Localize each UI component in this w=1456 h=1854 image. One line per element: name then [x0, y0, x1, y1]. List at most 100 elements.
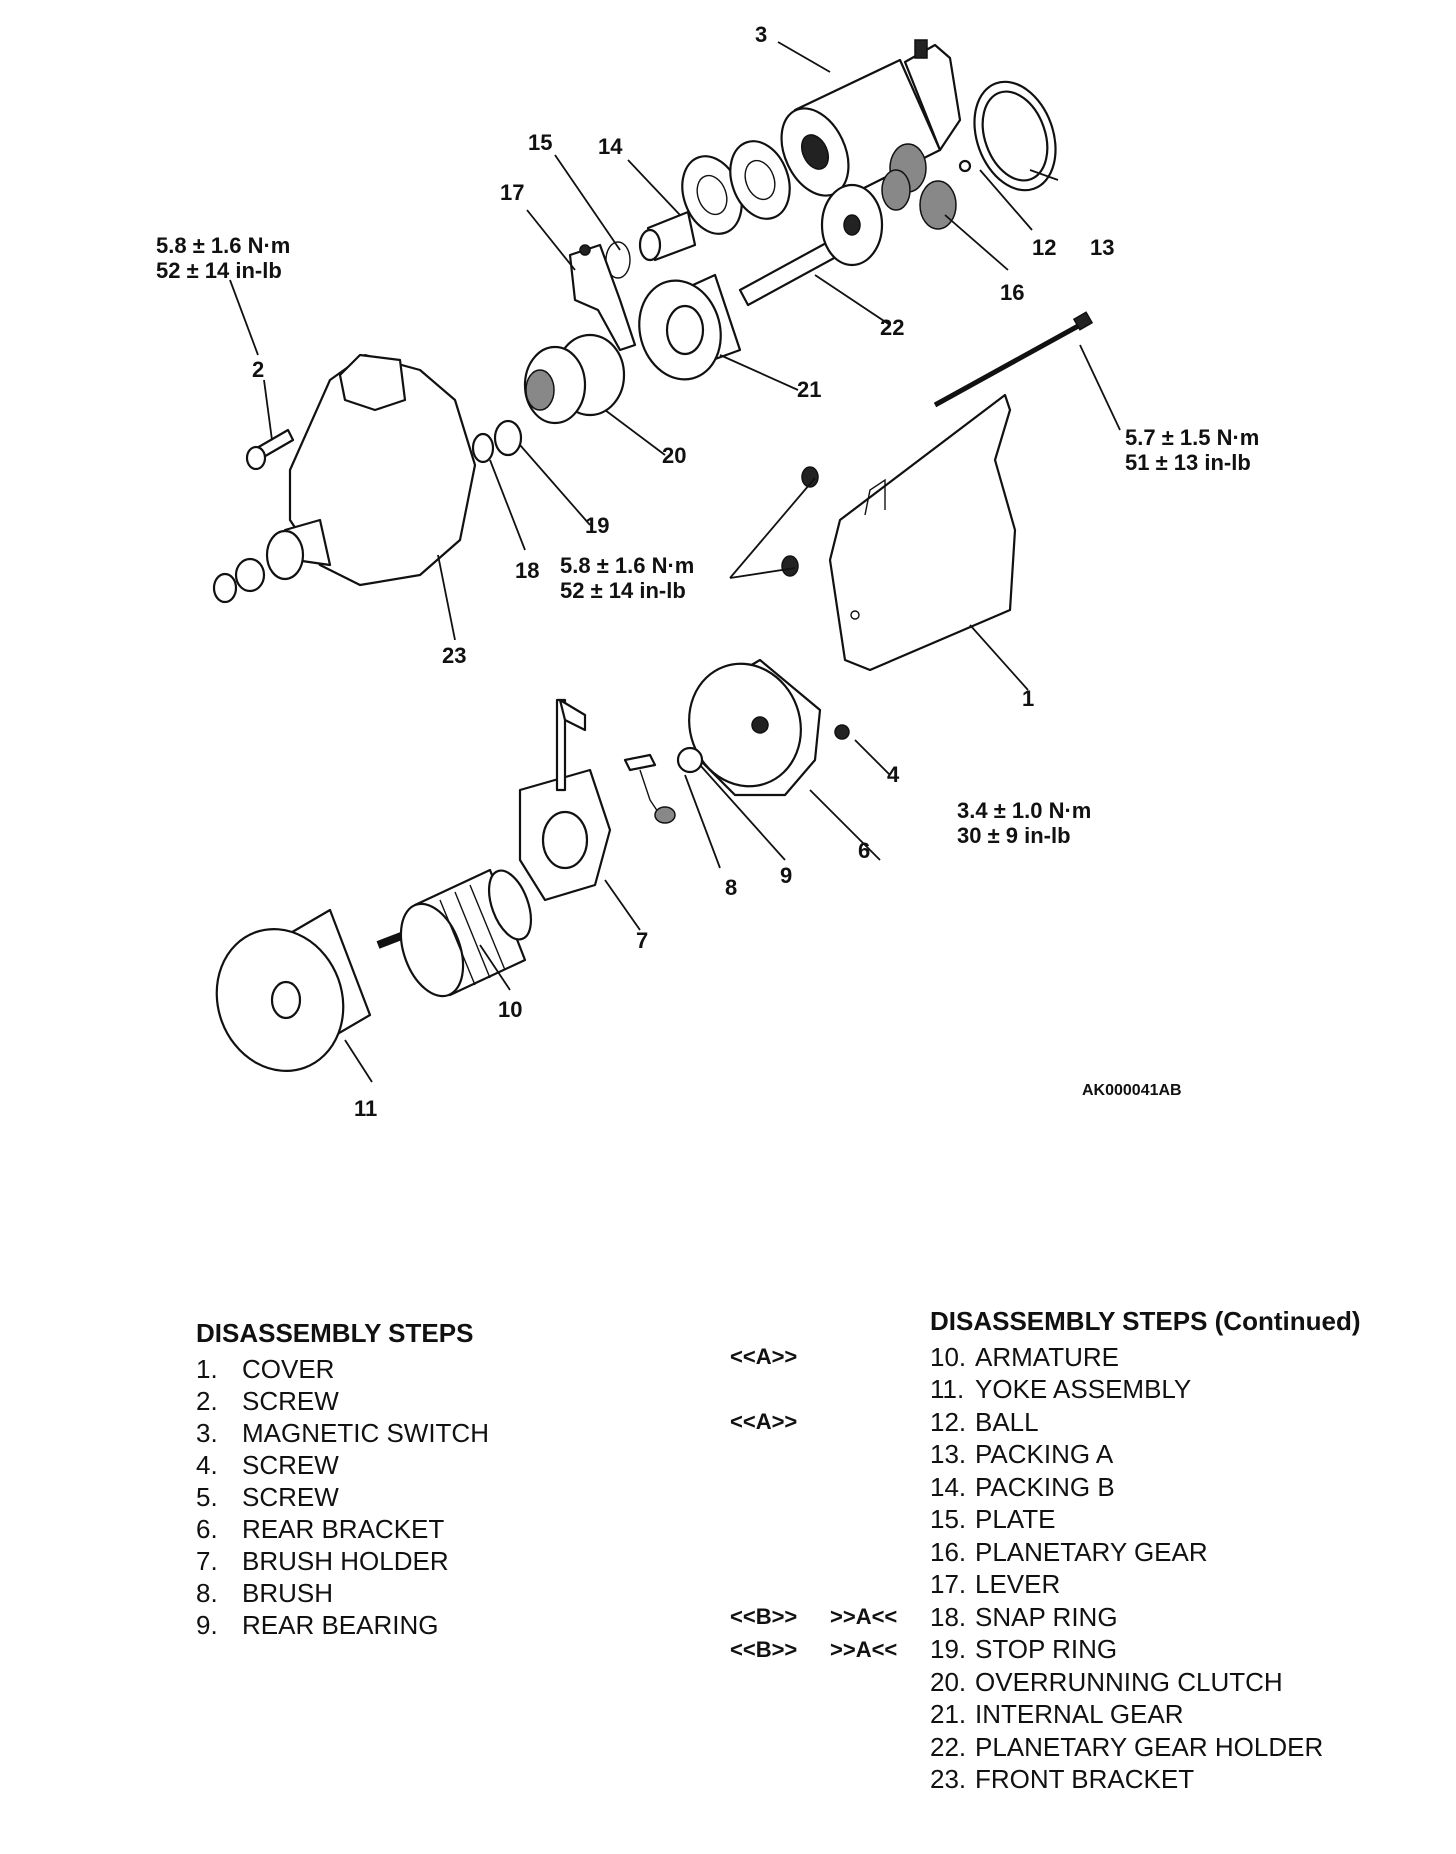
- step-row: 16. PLANETARY GEAR: [930, 1536, 1430, 1569]
- step-label: REAR BRACKET: [242, 1513, 445, 1544]
- step-label: PLANETARY GEAR: [975, 1536, 1208, 1567]
- removal-mark: <<B>>: [730, 1636, 798, 1662]
- planetary-gear-holder-part: [738, 183, 884, 307]
- step-row: 17. LEVER: [930, 1569, 1430, 1602]
- torque-through-bolt-inlb: 51 ± 13 in-lb: [1125, 450, 1251, 475]
- step-label: SCREW: [242, 1449, 339, 1480]
- callout-1: 1: [1022, 686, 1034, 711]
- removal-mark: <<B>>: [730, 1604, 798, 1629]
- removal-mark: <<A>>: [730, 1409, 798, 1434]
- callout-21: 21: [797, 377, 821, 402]
- step-label: FRONT BRACKET: [975, 1764, 1195, 1795]
- installation-mark: >>A<<: [830, 1636, 898, 1662]
- step-label: BALL: [975, 1406, 1039, 1437]
- step-number: 6.: [196, 1513, 218, 1544]
- step-row: 18.SNAP RING: [930, 1601, 1430, 1634]
- step-label: ARMATURE: [975, 1341, 1119, 1372]
- callout-11: 11: [354, 1096, 377, 1121]
- steps-heading-continued: DISASSEMBLY STEPS (Continued): [930, 1306, 1361, 1336]
- step-number: 11.: [930, 1374, 965, 1405]
- step-row: 3.MAGNETIC SWITCH: [196, 1417, 616, 1449]
- step-number: 14.: [930, 1471, 967, 1502]
- callout-16: 16: [1000, 280, 1024, 305]
- step-number: 1.: [196, 1353, 218, 1384]
- steps-heading: DISASSEMBLY STEPS: [196, 1318, 474, 1348]
- step-label: SCREW: [242, 1481, 339, 1512]
- callout-6: 6: [858, 838, 870, 863]
- step-number: 8.: [196, 1577, 218, 1608]
- callout-2: 2: [252, 357, 264, 382]
- step-row: 5.SCREW: [196, 1481, 616, 1513]
- cover-part: [828, 393, 1017, 672]
- step-label: YOKE ASSEMBLY: [975, 1374, 1192, 1405]
- step-number: 17.: [930, 1569, 967, 1600]
- service-mark-row: <<B>> >>A<<: [730, 1604, 897, 1630]
- figure-id: AK000041AB: [1082, 1082, 1182, 1099]
- installation-mark: >>A<<: [830, 1604, 898, 1629]
- step-number: 10.: [930, 1341, 967, 1372]
- step-label: LEVER: [975, 1569, 1061, 1600]
- step-label: PLANETARY GEAR HOLDER: [975, 1731, 1324, 1762]
- through-bolt-part: [933, 311, 1094, 408]
- step-label: SCREW: [242, 1385, 339, 1416]
- callout-9: 9: [780, 863, 792, 888]
- step-row: 21.INTERNAL GEAR: [930, 1699, 1430, 1732]
- step-label: PACKING A: [975, 1439, 1114, 1470]
- step-row: 10. ARMATURE: [930, 1341, 1430, 1374]
- step-label: STOP RING: [975, 1634, 1118, 1665]
- leader-lines: [229, 41, 1121, 1083]
- snap-ring-part: [471, 432, 495, 464]
- step-number: 7.: [196, 1545, 218, 1576]
- brush-holder-part: [518, 698, 612, 902]
- step-row: 23.FRONT BRACKET: [930, 1764, 1430, 1797]
- packing-a-part: [973, 80, 1057, 192]
- step-row: 1.COVER: [196, 1353, 616, 1385]
- step-label: SNAP RING: [975, 1601, 1118, 1632]
- plate-part: [605, 140, 791, 279]
- lever-part: [568, 243, 637, 352]
- armature-part: [376, 868, 533, 998]
- step-row: 13.PACKING A: [930, 1439, 1430, 1472]
- step-label: OVERRUNNING CLUTCH: [975, 1666, 1283, 1697]
- torque-screw-2-inlb: 52 ± 14 in-lb: [156, 258, 282, 283]
- step-number: 20.: [930, 1666, 967, 1697]
- step-row: 11. YOKE ASSEMBLY: [930, 1374, 1430, 1407]
- front-bracket-part: [212, 353, 477, 604]
- stop-ring-part: [493, 419, 523, 457]
- step-row: 7. BRUSH HOLDER: [196, 1545, 616, 1577]
- service-mark-row: <<A>>: [730, 1344, 830, 1370]
- step-label: BRUSH HOLDER: [242, 1545, 449, 1576]
- step-row: 6. REAR BRACKET: [196, 1513, 616, 1545]
- callout-15: 15: [528, 130, 552, 155]
- callout-19: 19: [585, 513, 609, 538]
- callout-7: 7: [636, 928, 648, 953]
- step-row: 12.BALL: [930, 1406, 1430, 1439]
- step-number: 16.: [930, 1536, 967, 1567]
- planetary-gear-part: [881, 143, 957, 230]
- step-row: 4. SCREW: [196, 1449, 616, 1481]
- callout-10: 10: [498, 997, 522, 1022]
- torque-cover-screws-nm: 5.8 ± 1.6 N·m: [560, 553, 694, 578]
- step-row: 8.BRUSH: [196, 1577, 616, 1609]
- callout-17: 17: [500, 180, 524, 205]
- callout-3: 3: [755, 22, 767, 47]
- step-number: 2.: [196, 1385, 218, 1416]
- torque-through-bolt-nm: 5.7 ± 1.5 N·m: [1125, 425, 1259, 450]
- torque-cover-screws-inlb: 52 ± 14 in-lb: [560, 578, 686, 603]
- screw-part: [245, 428, 295, 471]
- step-row: 20. OVERRUNNING CLUTCH: [930, 1666, 1430, 1699]
- step-label: REAR BEARING: [242, 1609, 439, 1640]
- callout-20: 20: [662, 443, 686, 468]
- step-row: 14.PACKING B: [930, 1471, 1430, 1504]
- step-label: PLATE: [975, 1504, 1056, 1535]
- callout-23: 23: [442, 643, 466, 668]
- cover-screws-part: [781, 466, 819, 577]
- screw-4-part: [834, 724, 850, 740]
- step-number: 4.: [196, 1449, 218, 1480]
- rear-bracket-part: [688, 658, 822, 797]
- overrunning-clutch-part: [523, 333, 626, 425]
- step-number: 22.: [930, 1731, 967, 1762]
- step-label: INTERNAL GEAR: [975, 1699, 1184, 1730]
- step-label: MAGNETIC SWITCH: [242, 1417, 489, 1448]
